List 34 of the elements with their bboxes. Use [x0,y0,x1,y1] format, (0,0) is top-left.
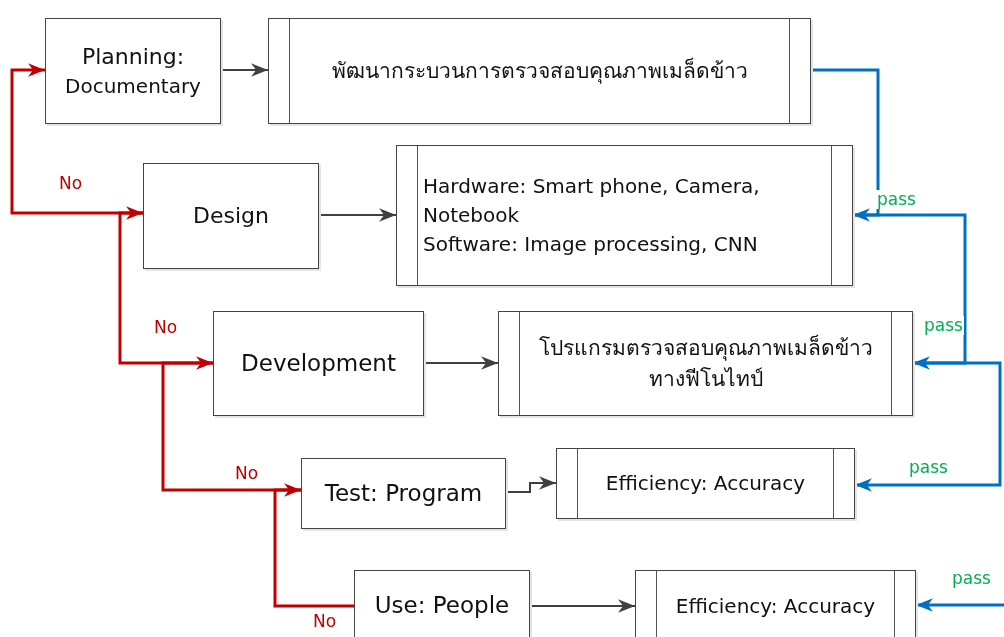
process-box [45,18,221,124]
arrow [853,213,967,370]
process-box [143,163,319,269]
box-label: โปรแกรมตรวจสอบคุณภาพเมล็ดข้าวทางฟีโนไทป์ [537,333,874,393]
arrow [916,598,1004,612]
box-label: Documentary [65,73,201,101]
arrow [529,599,636,613]
predefined-process-box [498,311,913,416]
arrow [505,476,557,493]
arrow [855,361,1002,492]
box-label: พัฒนากระบวนการตรวจสอบคุณภาพเมล็ดข้าว [331,56,748,86]
predefined-process-box [556,448,855,519]
arrow [423,356,499,370]
box-label: Planning: [81,42,185,71]
box-label: Development [241,348,396,378]
box-label: Test: Program [324,478,483,508]
edge-label: pass [923,316,964,335]
predefined-process-box [396,145,853,286]
edge-label: pass [876,190,917,209]
box-label: Efficiency: Accuracy [605,470,806,497]
arrow [811,68,880,222]
arrow [273,483,354,608]
box-label: Use: People [374,591,510,621]
box-label: Software: Image processing, CNN [423,231,758,258]
arrow [220,63,269,77]
box-label: Efficiency: Accuracy [675,592,876,620]
arrow [318,208,397,222]
process-box [354,570,530,637]
process-box [213,311,424,416]
box-label: Hardware: Smart phone, Camera, Notebook [423,173,761,229]
predefined-process-box [635,570,916,637]
predefined-process-box [268,18,811,124]
process-box [301,458,506,529]
box-label: Design [193,202,269,231]
